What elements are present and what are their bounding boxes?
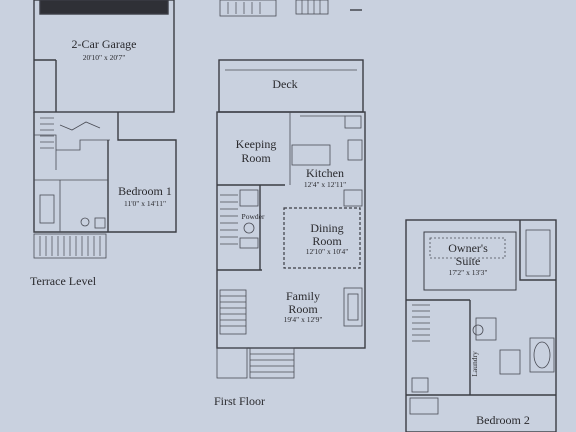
owners-suite-dimensions: 17'2" x 13'3" bbox=[448, 268, 488, 277]
kitchen-label: Kitchen bbox=[306, 166, 344, 180]
terrace-stair bbox=[40, 117, 54, 149]
second-floor-plan bbox=[405, 219, 557, 432]
kitchen-dimensions: 12'4" x 12'11" bbox=[303, 180, 347, 189]
garage-label: 2-Car Garage bbox=[71, 37, 137, 51]
first-floor-stair-lower bbox=[219, 289, 247, 335]
terrace-level-plan bbox=[33, 0, 177, 259]
keeping-room-label-line1: Keeping bbox=[235, 137, 277, 151]
powder-room-label: Powder bbox=[241, 212, 265, 221]
dining-room-label-line2: Room bbox=[312, 234, 342, 248]
deck-label: Deck bbox=[272, 77, 298, 91]
family-room-label-line2: Room bbox=[288, 302, 318, 316]
keeping-room-label-line2: Room bbox=[241, 151, 271, 165]
terrace-patio-railing bbox=[33, 233, 107, 259]
top-porch bbox=[219, 0, 362, 17]
first-floor-stair-upper bbox=[220, 194, 238, 245]
bedroom2-label: Bedroom 2 bbox=[476, 413, 530, 427]
garage-dimensions: 20'10" x 20'7" bbox=[82, 53, 126, 62]
front-porch bbox=[216, 347, 295, 379]
first-floor-caption: First Floor bbox=[214, 394, 266, 408]
owners-suite-label-line1: Owner's bbox=[448, 241, 488, 255]
owners-suite-label-line2: Suite bbox=[455, 254, 481, 268]
dining-room-dimensions: 12'10" x 10'4" bbox=[305, 247, 349, 256]
bedroom1-label: Bedroom 1 bbox=[118, 184, 172, 198]
bedroom1-dimensions: 11'0" x 14'11" bbox=[123, 199, 167, 208]
family-room-label-line1: Family bbox=[285, 289, 320, 303]
terrace-level-caption: Terrace Level bbox=[30, 274, 97, 288]
second-floor-stair bbox=[412, 304, 430, 342]
dining-room-label-line1: Dining bbox=[310, 221, 344, 235]
family-room-dimensions: 19'4" x 12'9" bbox=[283, 315, 323, 324]
first-floor-plan bbox=[216, 0, 366, 379]
laundry-label: Laundry bbox=[470, 351, 480, 377]
